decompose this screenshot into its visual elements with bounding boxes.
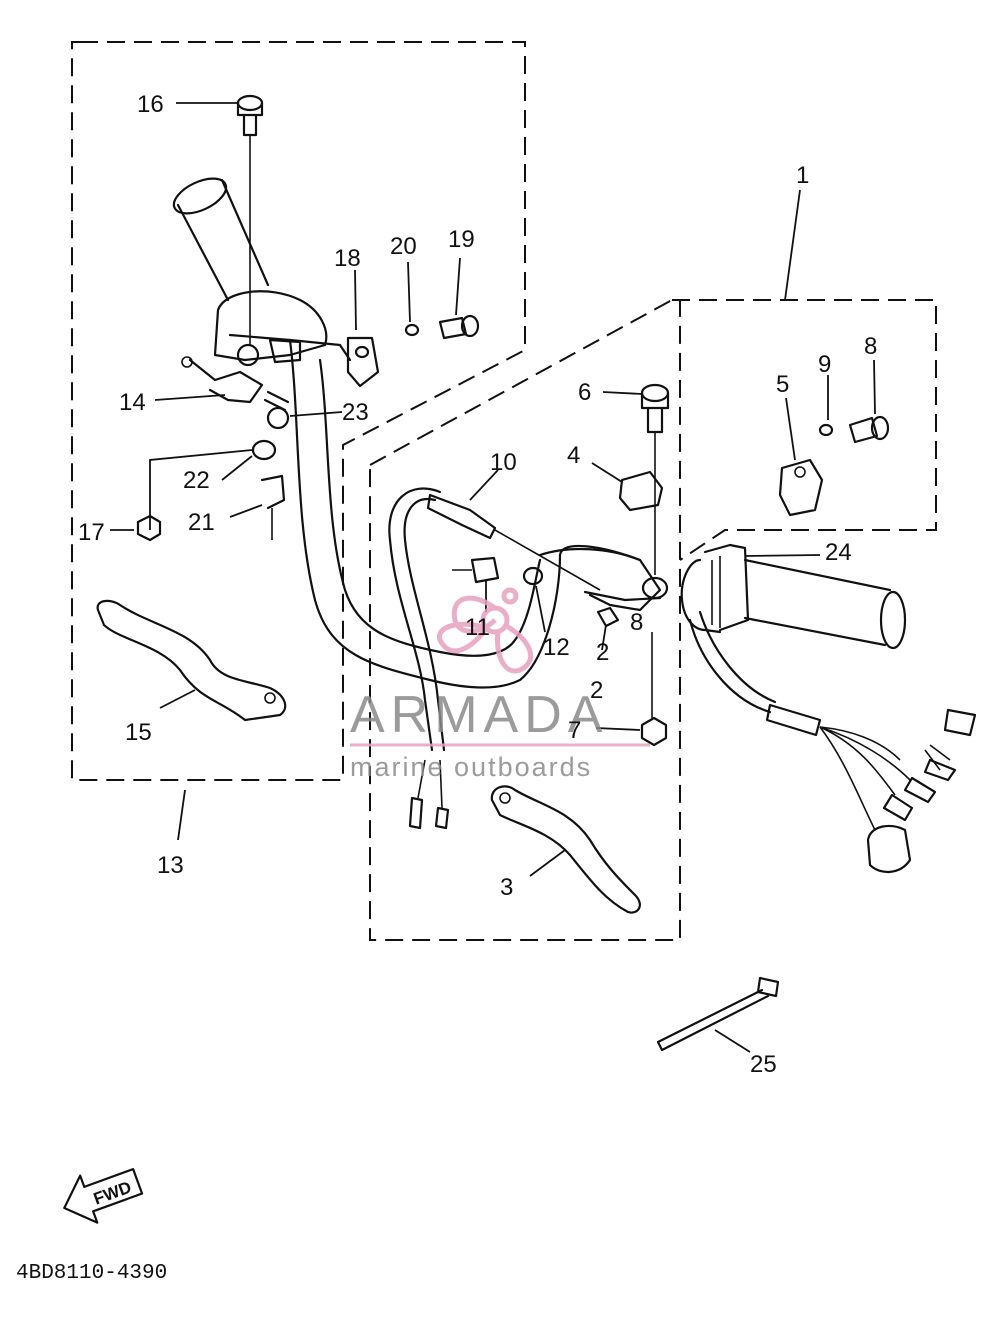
part-4-switch — [618, 470, 664, 512]
part-12-washer — [522, 566, 544, 586]
part-9-washer — [818, 423, 834, 437]
left-grip-assembly — [172, 177, 352, 404]
forward-direction-arrow: FWD — [63, 1168, 144, 1224]
part-17-nut — [136, 514, 162, 542]
group-3-boundary — [369, 299, 681, 941]
callout-11: 11 — [465, 614, 490, 641]
watermark-tagline: marine outboards — [350, 752, 592, 782]
watermark-brand: ARMADA — [350, 686, 608, 744]
part-5-clamp — [778, 458, 824, 517]
clutch-cable — [388, 487, 497, 830]
part-3-brake-lever — [490, 785, 641, 914]
part-16-bolt — [236, 94, 264, 345]
watermark-propeller-icon — [437, 587, 534, 674]
callout-25: 25 — [750, 1051, 777, 1078]
callout-5: 5 — [776, 371, 789, 398]
group-13-boundary — [71, 41, 526, 781]
callout-7: 7 — [568, 717, 581, 744]
throttle-grip — [680, 543, 907, 650]
callout-13: 13 — [157, 852, 184, 879]
group-1-boundary — [672, 299, 937, 561]
callout-3: 3 — [500, 874, 513, 901]
callout-20: 20 — [390, 233, 417, 260]
brake-lever-holder — [494, 529, 669, 628]
callouts: 16 1 18 20 19 8 5 9 6 14 23 10 4 22 21 1… — [78, 91, 877, 1078]
callout-9: 9 — [818, 351, 831, 378]
wiring-harness — [688, 610, 977, 873]
callout-8-screw: 8 — [864, 333, 877, 360]
callout-19: 19 — [448, 226, 475, 253]
part-15-clutch-lever — [96, 599, 287, 722]
part-7-nut — [640, 716, 668, 747]
part-23-adjuster — [263, 390, 290, 430]
callout-18: 18 — [334, 245, 361, 272]
part-18-bracket — [346, 336, 380, 388]
part-19-screw — [438, 314, 480, 340]
callout-1: 1 — [796, 162, 809, 189]
callout-10: 10 — [490, 449, 517, 476]
callout-2-lower: 2 — [590, 677, 603, 704]
part-6-bolt — [640, 383, 670, 575]
callout-23: 23 — [342, 399, 369, 426]
callout-22: 22 — [183, 467, 210, 494]
callout-6: 6 — [578, 379, 591, 406]
callout-21: 21 — [188, 509, 215, 536]
watermark: ARMADA marine outboards — [350, 587, 650, 782]
callout-16: 16 — [137, 91, 164, 118]
part-11-adjuster — [452, 556, 500, 584]
part-8-screw — [848, 415, 890, 444]
handlebar — [288, 338, 642, 689]
callout-14: 14 — [119, 389, 146, 416]
callout-15: 15 — [125, 719, 152, 746]
callout-4: 4 — [567, 442, 580, 469]
part-22-nut — [251, 439, 277, 461]
part-20-washer — [404, 323, 420, 337]
callout-12: 12 — [543, 634, 570, 661]
part-25-cable-tie — [656, 976, 780, 1052]
callout-8-nut: 8 — [630, 609, 643, 636]
part-21-cable-end — [260, 474, 286, 540]
callout-24: 24 — [825, 539, 852, 566]
callout-2-upper: 2 — [596, 639, 609, 666]
diagram-code: 4BD8110-4390 — [16, 1262, 167, 1285]
leader-lines — [110, 102, 876, 1053]
callout-17: 17 — [78, 519, 105, 546]
